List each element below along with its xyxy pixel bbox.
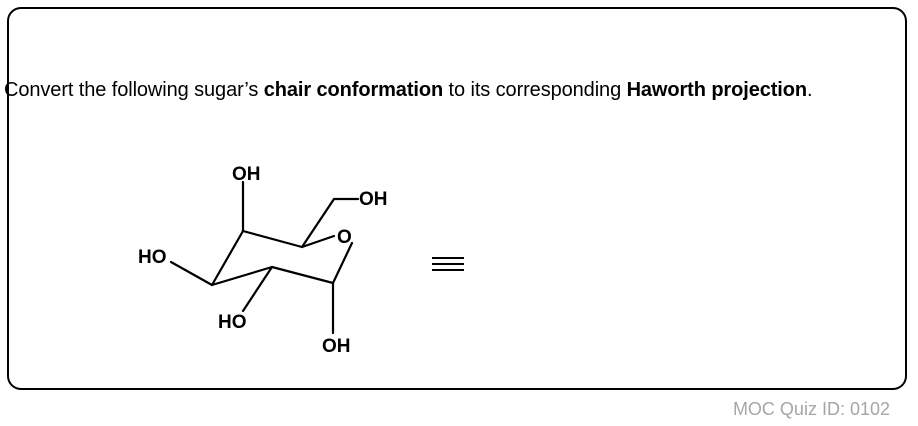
bond-c2-ho xyxy=(241,265,274,313)
question-text: Convert the following sugar’s chair conf… xyxy=(4,77,900,103)
equivalence-symbol xyxy=(432,257,464,271)
label-oh-top: OH xyxy=(232,164,261,185)
bond-c4-c5 xyxy=(241,229,304,249)
bond-c5-ch2oh xyxy=(300,197,360,249)
question-part-3: . xyxy=(807,79,813,101)
bond-o-c1 xyxy=(331,241,354,285)
bond-c2-c3 xyxy=(210,265,274,287)
question-part-1: Convert the following sugar’s xyxy=(4,79,264,101)
label-ho-left: HO xyxy=(138,247,167,268)
label-oh-bottom: OH xyxy=(322,336,351,357)
label-ho-bottom: HO xyxy=(218,312,247,333)
label-ch2oh: OH xyxy=(359,189,388,210)
bond-c3-ho xyxy=(169,260,214,287)
bond-c5-o xyxy=(300,234,336,249)
quiz-card xyxy=(7,7,907,390)
question-bold-chair: chair conformation xyxy=(263,79,444,101)
bond-c3-c4 xyxy=(210,229,245,287)
label-ring-oxygen: O xyxy=(337,227,352,248)
question-bold-haworth: Haworth projection xyxy=(626,79,808,101)
question-part-2: to its corresponding xyxy=(443,79,627,101)
bond-c1-c2 xyxy=(270,265,335,285)
quiz-id-label: MOC Quiz ID: 0102 xyxy=(732,399,890,419)
